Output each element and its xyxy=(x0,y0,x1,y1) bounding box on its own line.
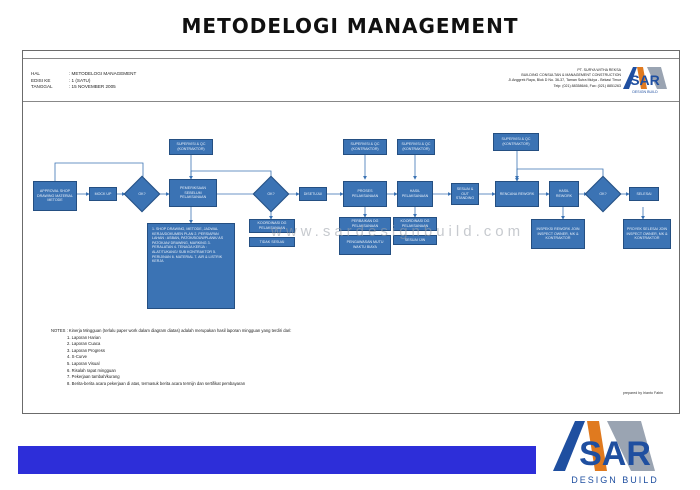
header-bottom-rule xyxy=(23,101,679,102)
tidak-sesuai-box: TIDAK SESUAI xyxy=(249,237,295,247)
notes-section: NOTES : Kinerja Mingguan (terlalu paper … xyxy=(51,328,291,387)
logo-small-text: SAR xyxy=(630,72,660,88)
supervisi3-box: SUPERVISI & QC (KONTRAKTOR) xyxy=(397,139,435,155)
notes-item: 3. Laporan Progress xyxy=(67,347,105,353)
proses-box: PROSES PELAKSANAAN xyxy=(343,181,387,207)
meta-row-hal: HAL: METODELOGI MANAGEMENT xyxy=(31,71,137,76)
hasil-rework-box: HASIL REWORK xyxy=(549,181,579,207)
notes-item: 1. Laporan Harian xyxy=(67,334,101,340)
perbaikan-box: PERBAIKAN DG PELAKSANAAN xyxy=(339,217,391,231)
proyek-selesai-box: PROYEK SELESAI JOIN INSPECT OWNER, MK & … xyxy=(623,219,671,249)
company-name: PT. SURYA WITHA REKSA xyxy=(577,68,621,72)
pemeriksaan-box: PEMERIKSAAN SEBELUM PELAKSANAAN xyxy=(169,179,217,207)
logo-large-stripe-gray xyxy=(607,421,655,471)
mockup-box: MOCK UP xyxy=(89,187,117,201)
logo-large-stripe-orange xyxy=(587,421,607,471)
header-top-rule xyxy=(23,58,679,59)
logo-large-stripe-blue xyxy=(553,421,585,471)
approval-box: APPROVAL SHOP DRAWING MATERIAL METODE xyxy=(33,181,77,211)
footer-bar xyxy=(18,446,536,474)
arrow-approval-loop xyxy=(54,162,145,183)
company-address: Jl.Anggrek Raya, Blok D No. 36-37, Taman… xyxy=(508,78,621,83)
selesai-box: SELESAI xyxy=(629,187,659,201)
supervisi2-box: SUPERVISI & QC (KONTRAKTOR) xyxy=(343,139,387,155)
watermark: www.sardesignbuild.com xyxy=(271,223,525,240)
company-logo-large: SAR DESIGN BUILD xyxy=(553,421,659,485)
koordinasi-box: KOORDINASI DG PELAKSANAAN xyxy=(249,219,295,233)
company-logo-small: SAR DESIGN BUILD xyxy=(623,67,667,94)
inspeksi-rework-box: INSPEKSI REWORK JOIN INSPECT OWNER, MK &… xyxy=(531,219,585,249)
logo-small-stripe-gray xyxy=(647,67,667,89)
ok1-label: OK? xyxy=(138,192,146,196)
logo-small-stripe-blue xyxy=(623,67,637,89)
meta-row-edisi: EDISI KE: 1 (SATU) xyxy=(31,77,91,83)
notes-heading: NOTES : Kinerja Mingguan (terlalu paper … xyxy=(51,328,292,333)
notes-item: 4. S-Curve xyxy=(67,354,88,360)
notes-item: 8. Berita-berita acara pekerjaan di atas… xyxy=(67,380,246,386)
logo-small-tagline: DESIGN BUILD xyxy=(632,90,658,94)
flowchart-document: HAL: METODELOGI MANAGEMENT EDISI KE: 1 (… xyxy=(22,50,680,414)
supervisi1-box: SUPERVISI & QC (KONTRAKTOR) xyxy=(169,139,213,155)
notes-item: 2. Laporan Cuaca xyxy=(67,341,101,347)
supervisi4-box: SUPERVISI & QC (KONTRAKTOR) xyxy=(493,133,539,151)
disetujui-box: DISETUJUI xyxy=(299,187,327,201)
notes-item: 6. Risalah rapat mingguan xyxy=(67,367,116,373)
sesuai-out-box: SESUAI & OUT STANDING xyxy=(451,183,479,205)
koordinasi-owner-box: KOORDINASI DG PELAKSANAAN xyxy=(393,217,437,231)
notes-item: 7. Pekerjaan tambah/kurang xyxy=(67,374,120,380)
logo-large-tagline: DESIGN BUILD xyxy=(571,475,659,485)
prepared-by: prepared by Irianto Fabin xyxy=(622,391,663,395)
company-info: PT. SURYA WITHA REKSA BUILDING CONSULTAN… xyxy=(471,68,621,89)
notes-item: 5. Laporan Visual xyxy=(67,360,100,366)
sesuai-ijin-box: SESUAI IJIN xyxy=(393,235,437,245)
company-phone: Telp: (021) 88358646, Fax: (021) 8851263 xyxy=(553,83,621,88)
meta-row-tanggal: TANGGAL: 15 NOVEMBER 2005 xyxy=(31,84,116,90)
pengawasan-box: PENGAWASAN MUTU WAKTU BIAYA xyxy=(339,235,391,255)
document-meta: HAL: METODELOGI MANAGEMENT EDISI KE: 1 (… xyxy=(31,71,136,91)
ok2-label: OK? xyxy=(267,192,275,196)
checklist-box: 1. SHOP DRAWING, METODE, JADWAL KERJA/DO… xyxy=(147,223,235,309)
logo-small-stripe-orange xyxy=(637,67,647,89)
company-subtitle: BUILDING CONSULTAN & MANAGEMENT CONSTRUC… xyxy=(521,73,621,78)
page-title: METODELOGI MANAGEMENT xyxy=(181,14,519,38)
hasil-pelaksanaan-box: HASIL PELAKSANAAN xyxy=(397,181,433,207)
logo-large-text: SAR xyxy=(579,435,651,473)
rencana-rework-box: RENCANA REWORK xyxy=(495,181,539,207)
ok3-label: OK? xyxy=(599,192,607,196)
arrow-rework-loop xyxy=(515,168,604,182)
